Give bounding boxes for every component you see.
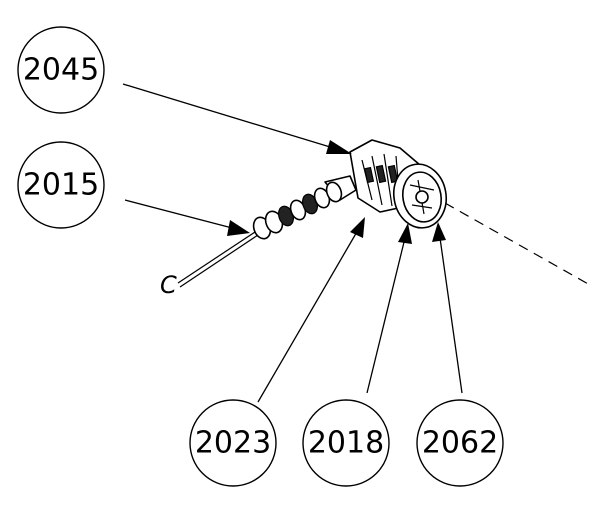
pull-wire: C [160, 231, 259, 299]
clip-label: C [160, 271, 177, 299]
balloon-2018-label: 2018 [308, 426, 384, 461]
balloon-2062-label: 2062 [422, 426, 498, 461]
balloon-2023-label: 2023 [195, 426, 271, 461]
spring-part [252, 175, 357, 240]
balloon-2045: 2045 [17, 26, 105, 114]
balloon-2062: 2062 [416, 399, 504, 487]
end-cap-part [392, 163, 448, 229]
center-axis-line [444, 202, 591, 286]
leaders [122, 83, 463, 403]
balloon-2018: 2018 [302, 399, 390, 487]
balloon-2015: 2015 [17, 141, 105, 229]
balloon-2023: 2023 [189, 399, 277, 487]
balloon-2045-label: 2045 [23, 53, 99, 88]
balloon-2015-label: 2015 [23, 168, 99, 203]
